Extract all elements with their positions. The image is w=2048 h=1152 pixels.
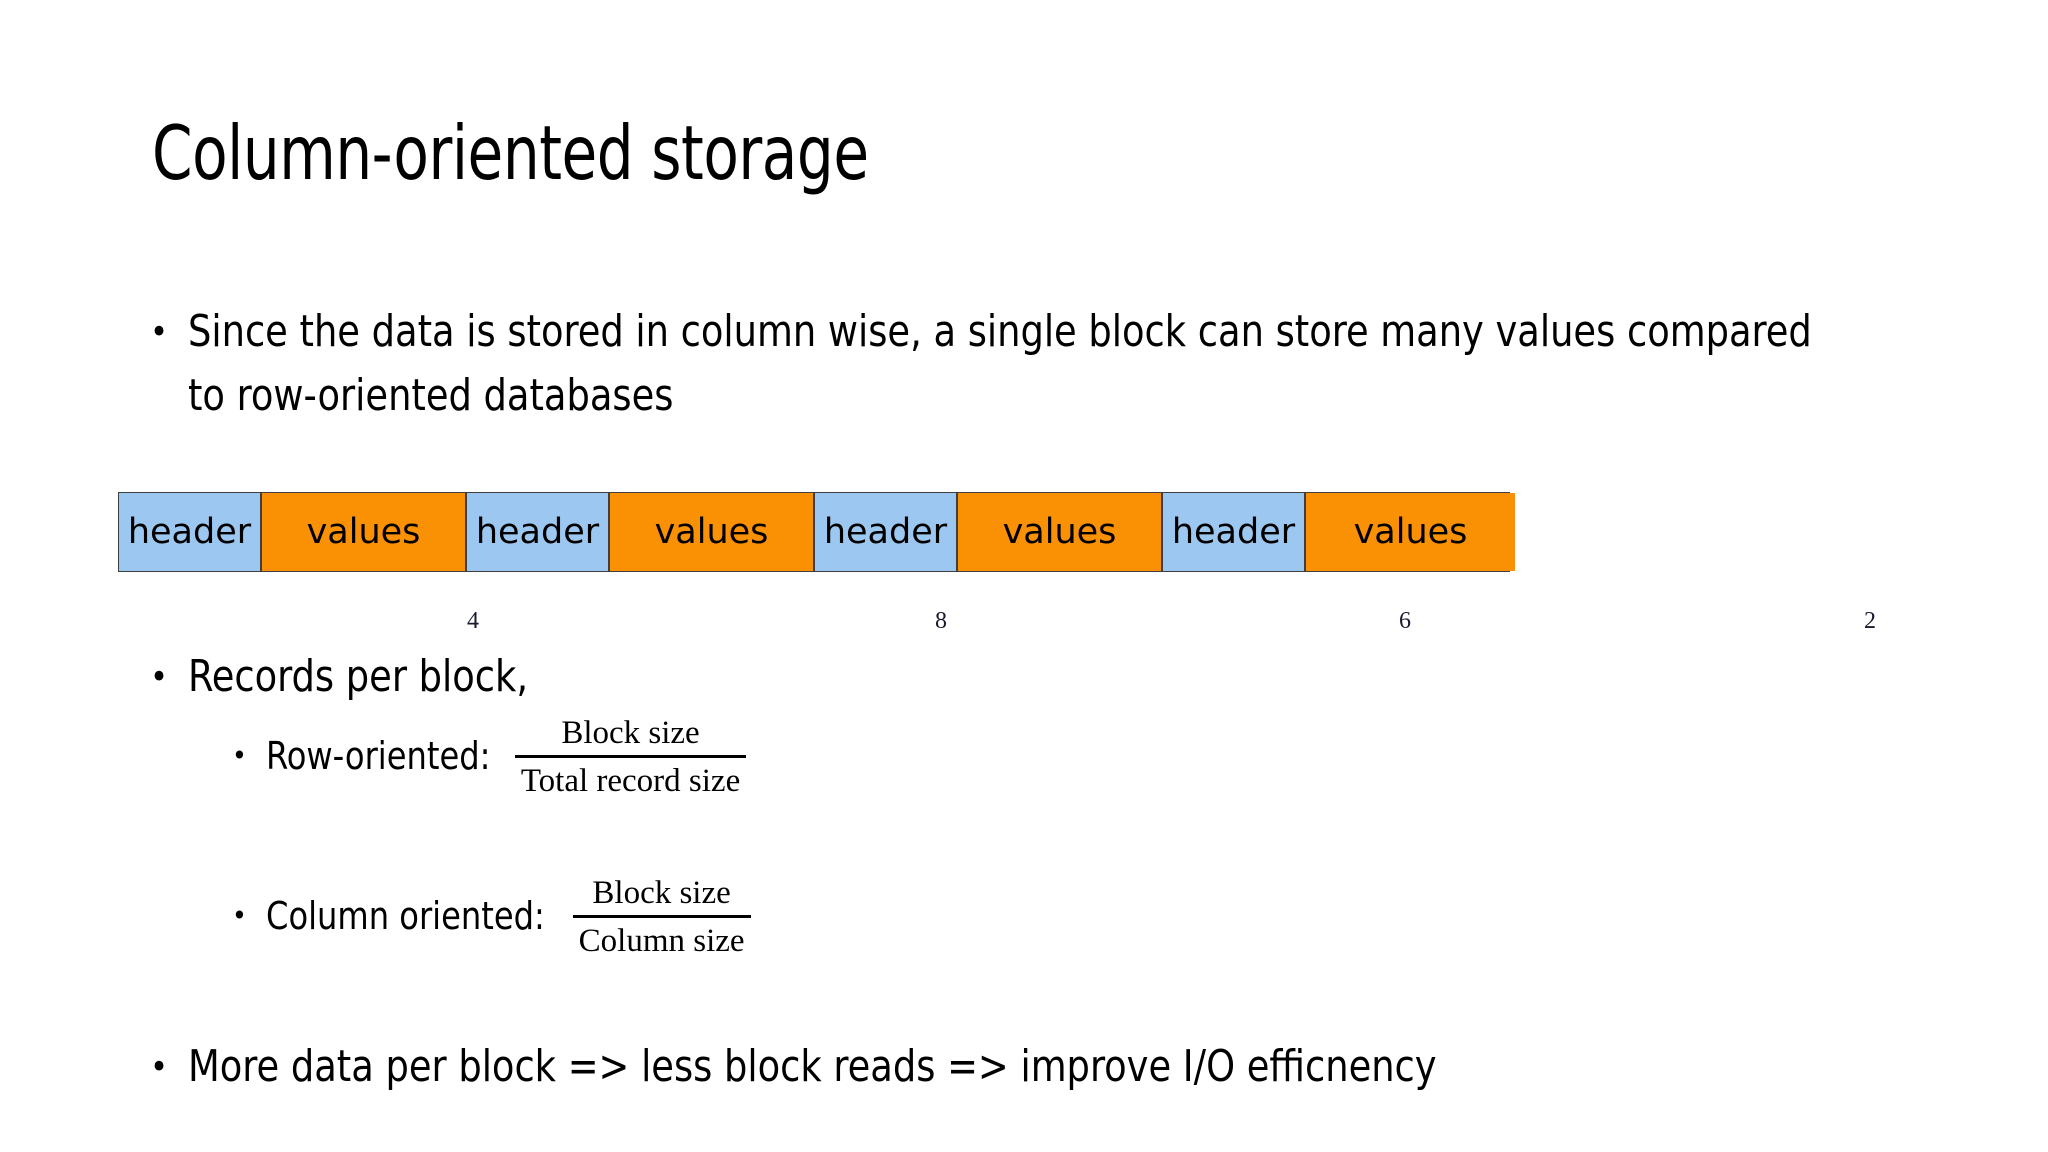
- diagram-cell-label: values: [654, 512, 769, 552]
- bullet-marker: •: [150, 657, 169, 697]
- diagram-cell-values: values: [262, 493, 467, 571]
- page-title: Column-oriented storage: [152, 109, 869, 197]
- diagram-cell-header: header: [467, 493, 610, 571]
- diagram-block-number: 4: [467, 608, 479, 634]
- sub-bullet-label: Column oriented:: [266, 894, 545, 938]
- fraction-numerator: Block size: [592, 875, 731, 911]
- diagram-block-number: 8: [935, 608, 947, 634]
- bullet-text-3: More data per block => less block reads …: [188, 1041, 1437, 1092]
- bullet-item-1: • Since the data is stored in column wis…: [150, 300, 1950, 428]
- diagram-cell-label: values: [306, 512, 421, 552]
- sub-bullet-column-oriented: • Column oriented: Block size Column siz…: [232, 872, 751, 960]
- bullet-marker: •: [150, 1047, 169, 1087]
- fraction-denominator: Total record size: [514, 755, 747, 801]
- diagram-cell-header: header: [119, 493, 262, 571]
- sub-bullet-label: Row-oriented:: [266, 734, 491, 778]
- block-storage-diagram: header values header values header value…: [118, 492, 1515, 572]
- sub-bullet-marker: •: [232, 739, 247, 772]
- diagram-cell-label: values: [1353, 512, 1468, 552]
- diagram-cell-values: values: [958, 493, 1163, 571]
- fraction-row-oriented: Block size Total record size: [514, 713, 747, 801]
- bullet-text-1: Since the data is stored in column wise,…: [188, 306, 1812, 421]
- diagram-cell-values: values: [610, 493, 815, 571]
- fraction-column-oriented: Block size Column size: [572, 873, 751, 961]
- diagram-cell-header: header: [1163, 493, 1306, 571]
- diagram-block-number: 2: [1864, 608, 1876, 634]
- bullet-item-3: • More data per block => less block read…: [150, 1035, 2000, 1099]
- diagram-cell-label: header: [823, 512, 948, 552]
- sub-bullet-marker: •: [232, 899, 247, 932]
- bullet-item-2: • Records per block,: [150, 645, 1050, 709]
- bullet-text-2: Records per block,: [188, 651, 529, 702]
- diagram-cell-label: values: [1002, 512, 1117, 552]
- fraction-denominator: Column size: [572, 915, 751, 961]
- diagram-cell-label: header: [475, 512, 600, 552]
- diagram-cell-label: header: [1171, 512, 1296, 552]
- diagram-cell-label: header: [127, 512, 252, 552]
- diagram-cell-values: values: [1306, 493, 1515, 571]
- fraction-numerator: Block size: [561, 715, 700, 751]
- diagram-block-number: 6: [1399, 608, 1411, 634]
- sub-bullet-row-oriented: • Row-oriented: Block size Total record …: [232, 712, 747, 801]
- diagram-cell-header: header: [815, 493, 958, 571]
- bullet-marker: •: [150, 312, 169, 352]
